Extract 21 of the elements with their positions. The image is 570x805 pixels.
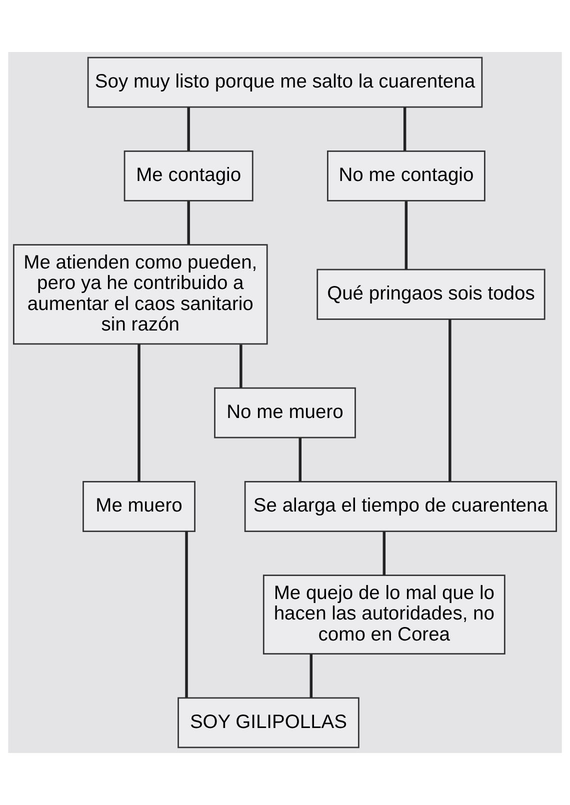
connector <box>448 320 452 482</box>
node-box: Qué pringaos sois todos <box>316 268 546 320</box>
connector <box>404 201 408 270</box>
connector <box>187 201 190 244</box>
node-box: Soy muy listo porque me salto la cuarentena <box>87 56 483 108</box>
node-box: Me atienden como pueden, pero ya he contribuido a aumentar el caos sanitario sin razón <box>13 244 268 345</box>
node-box: No me contagio <box>327 150 486 202</box>
connector <box>310 654 313 698</box>
node-box: No me muero <box>214 387 356 438</box>
connector <box>185 531 188 698</box>
node-box: Se alarga el tiempo de cuarentena <box>244 481 557 532</box>
connector <box>298 438 302 482</box>
node-box: SOY GILIPOLLAS <box>178 697 360 748</box>
connector <box>138 344 140 482</box>
node-box: Me contagio <box>124 150 254 202</box>
connector <box>403 107 406 151</box>
connector <box>240 344 242 388</box>
node-box: Me quejo de lo mal que lo hacen las autoridades, no como en Corea <box>262 574 506 655</box>
node-box: Me muero <box>82 481 196 532</box>
connector <box>187 107 190 151</box>
connector <box>382 532 386 576</box>
